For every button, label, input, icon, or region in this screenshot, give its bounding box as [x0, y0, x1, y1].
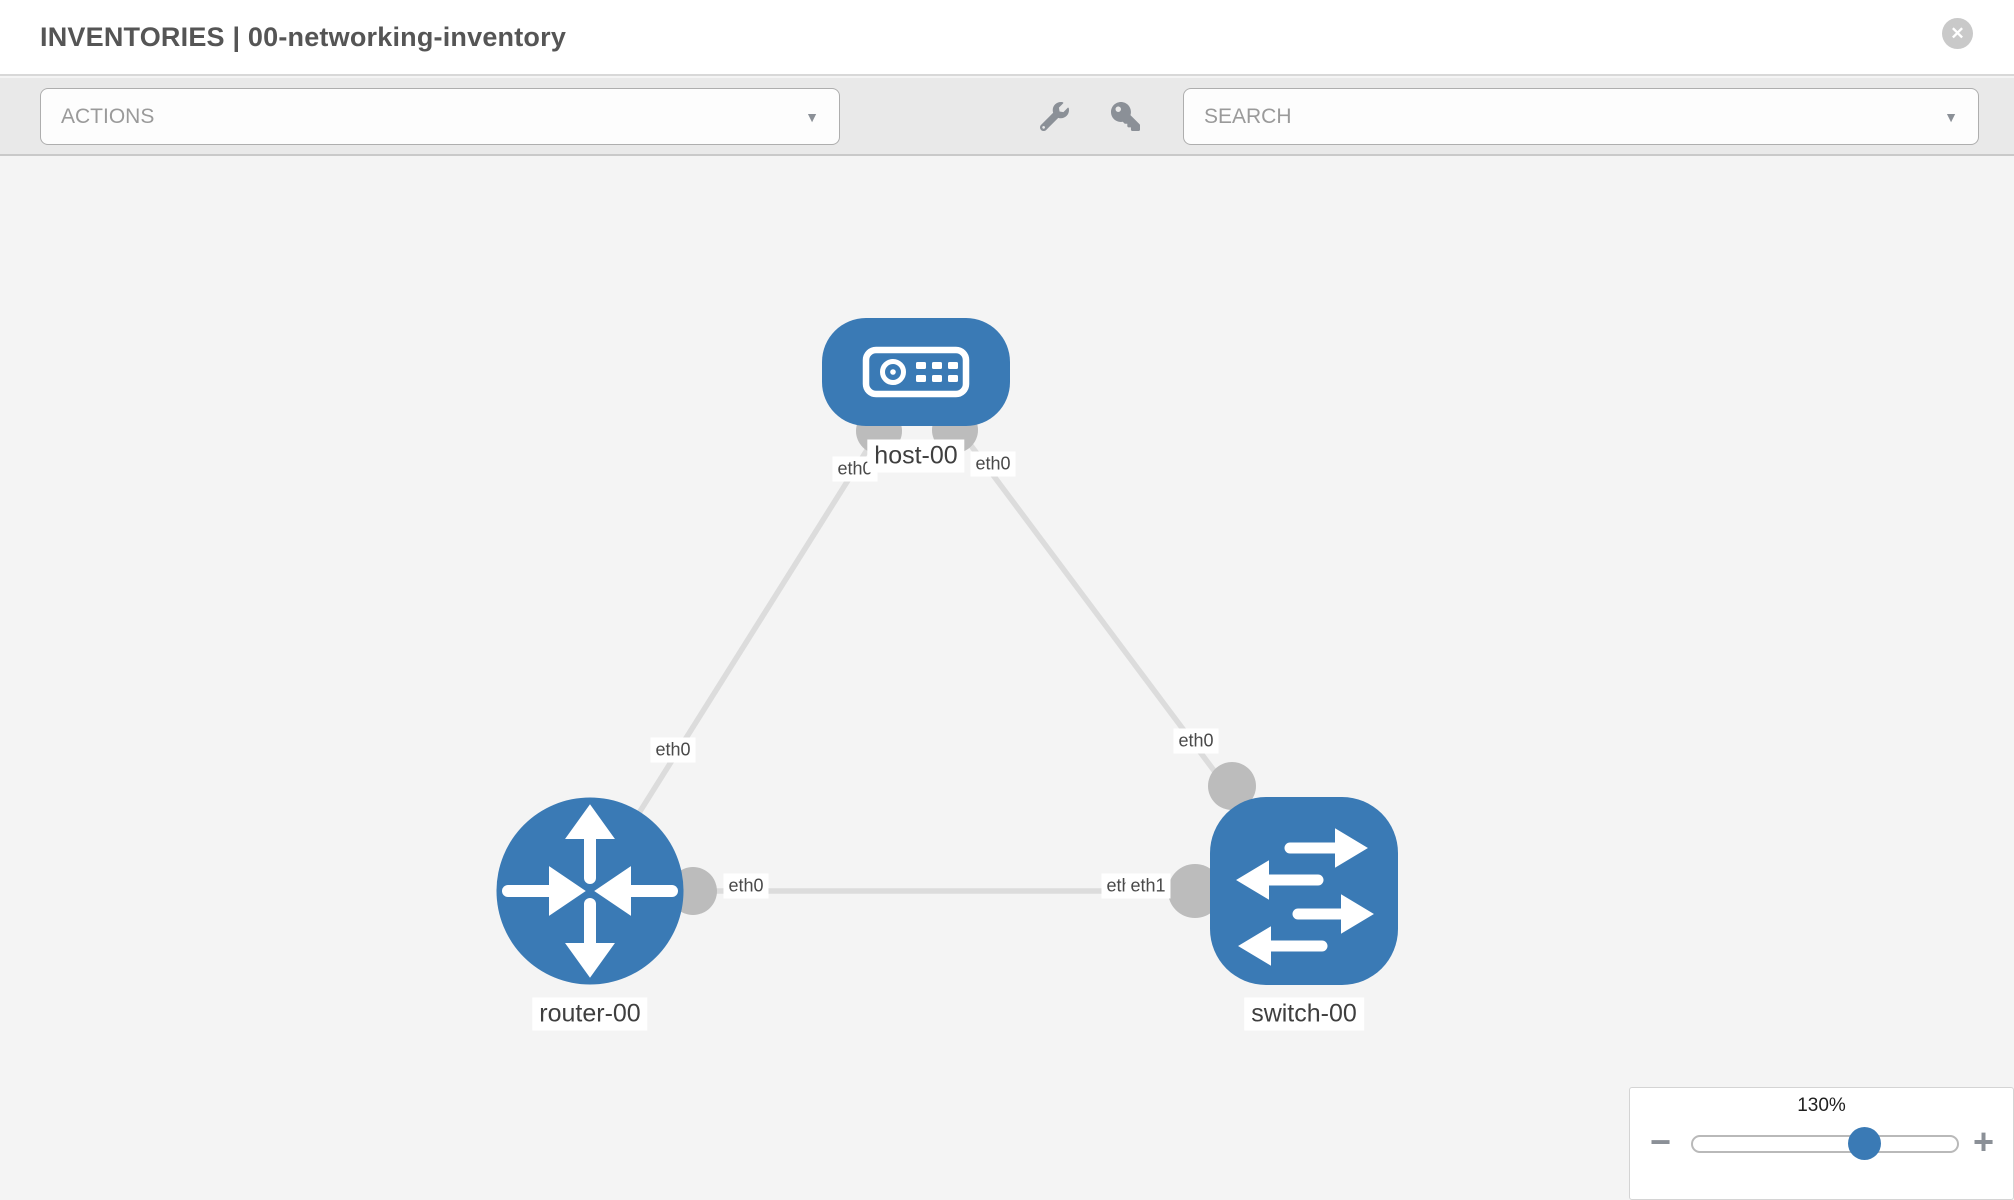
key-icon[interactable] — [1111, 102, 1140, 131]
switch-icon — [1236, 828, 1374, 966]
actions-dropdown[interactable]: ACTIONS ▼ — [40, 88, 840, 145]
router-icon — [502, 804, 678, 978]
page-title: INVENTORIES | 00-networking-inventory — [40, 22, 567, 52]
interface-label: eth1 — [1125, 873, 1171, 899]
zoom-in-button[interactable]: + — [1973, 1121, 1995, 1162]
caret-down-icon: ▼ — [805, 108, 819, 125]
node-host-00[interactable] — [822, 318, 1010, 426]
interface-label: eth0 — [650, 737, 696, 763]
node-router-00[interactable] — [496, 797, 684, 985]
interface-dot — [1168, 864, 1222, 918]
interface-label: eth0 — [970, 451, 1016, 477]
search-dropdown-label: SEARCH — [1204, 104, 1292, 128]
interface-label: eth0 — [723, 873, 769, 899]
host-icon — [862, 346, 970, 398]
close-icon: ✕ — [1950, 23, 1965, 43]
interface-label: eth0 — [1173, 728, 1219, 754]
topology-canvas[interactable] — [0, 156, 2014, 1200]
interface-dot — [1208, 762, 1256, 810]
node-label-router-00: router-00 — [532, 997, 648, 1031]
wrench-icon[interactable] — [1040, 102, 1069, 131]
actions-dropdown-label: ACTIONS — [61, 104, 155, 128]
close-button[interactable]: ✕ — [1942, 18, 1973, 49]
zoom-level: 130% — [1797, 1095, 1846, 1116]
header: INVENTORIES | 00-networking-inventory ✕ — [0, 0, 2014, 76]
zoom-out-button[interactable]: − — [1650, 1121, 1672, 1162]
node-label-switch-00: switch-00 — [1244, 997, 1364, 1031]
search-dropdown[interactable]: SEARCH ▼ — [1183, 88, 1979, 145]
zoom-slider-thumb[interactable] — [1848, 1127, 1881, 1160]
caret-down-icon: ▼ — [1944, 108, 1958, 125]
zoom-slider[interactable] — [1691, 1127, 1959, 1160]
node-switch-00[interactable] — [1210, 797, 1398, 985]
node-label-host-00: host-00 — [867, 439, 965, 473]
zoom-panel: 130% − + — [1629, 1087, 2014, 1200]
toolbar: ACTIONS ▼ SEARCH ▼ — [0, 78, 2014, 156]
